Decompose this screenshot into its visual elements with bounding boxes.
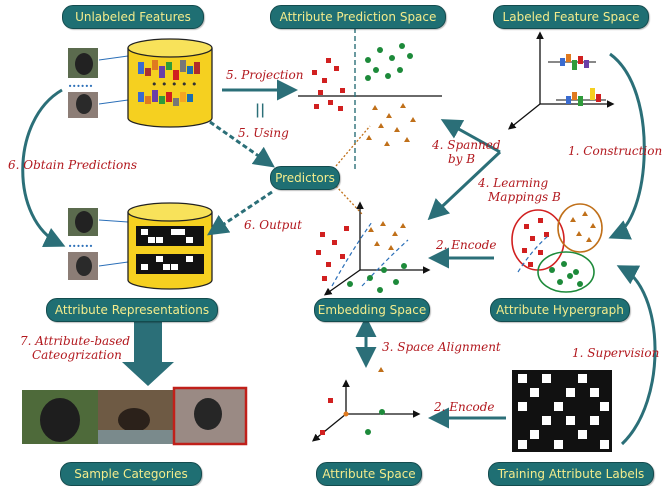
step-spanned: 4. Spanned	[432, 138, 501, 152]
dots-representations: ......	[68, 236, 94, 250]
step-equals: ||	[255, 102, 266, 118]
step-learning-mappings: Mappings B	[488, 190, 561, 204]
step-using: 5. Using	[238, 126, 289, 140]
predictors-label: Predictors	[270, 166, 340, 190]
labeled-feature-space-plot	[507, 31, 615, 130]
dots-unlabeled: ......	[68, 76, 94, 90]
step-projection: 5. Projection	[226, 68, 304, 82]
prediction-space-plot	[298, 28, 442, 170]
step-output: 6. Output	[244, 218, 302, 232]
attribute-hypergraph	[511, 203, 603, 293]
step-supervision: 1. Supervision	[572, 346, 660, 360]
attribute-space-label: Attribute Space	[316, 462, 422, 486]
unlabeled-feature-cylinder: • • • • •	[127, 38, 213, 128]
step-encode-top: 2. Encode	[436, 238, 497, 252]
labeled-feature-space-label: Labeled Feature Space	[493, 5, 649, 29]
unlabeled-feature-images	[68, 48, 98, 118]
predictor-links	[335, 125, 371, 215]
training-attribute-labels-label: Training Attribute Labels	[488, 462, 654, 486]
step-encode-bottom: 2. Encode	[434, 400, 495, 414]
feature-bars-bottom	[138, 90, 193, 106]
representation-cylinder	[127, 202, 213, 290]
categorization-arrow	[122, 322, 174, 386]
step-categorization: Cateogrization	[32, 348, 122, 362]
embedding-space-plot	[316, 201, 431, 296]
attribute-representations-label: Attribute Representations	[46, 298, 218, 322]
step-spanned-by: by B	[448, 152, 476, 166]
attribute-hypergraph-label: Attribute Hypergraph	[490, 298, 630, 322]
step-space-alignment: 3. Space Alignment	[382, 340, 501, 354]
attribute-prediction-space-label: Attribute Prediction Space	[270, 5, 446, 29]
feature-bars-top	[138, 60, 200, 80]
step-learning: 4. Learning	[478, 176, 549, 190]
sample-categories-label: Sample Categories	[60, 462, 202, 486]
step-attribute-categorization: 7. Attribute-based	[20, 334, 131, 348]
flow-arrows	[21, 52, 657, 446]
sample-category-images	[22, 386, 248, 446]
svg-text:• • • • •: • • • • •	[151, 78, 197, 91]
step-obtain-predictions: 6. Obtain Predictions	[8, 158, 138, 172]
unlabeled-features-label: Unlabeled Features	[62, 5, 204, 29]
representation-images	[68, 208, 98, 280]
attribute-space-plot	[311, 367, 421, 442]
training-label-matrix	[512, 370, 612, 452]
embedding-space-label: Embedding Space	[314, 298, 430, 322]
step-construction: 1. Construction	[568, 144, 663, 158]
